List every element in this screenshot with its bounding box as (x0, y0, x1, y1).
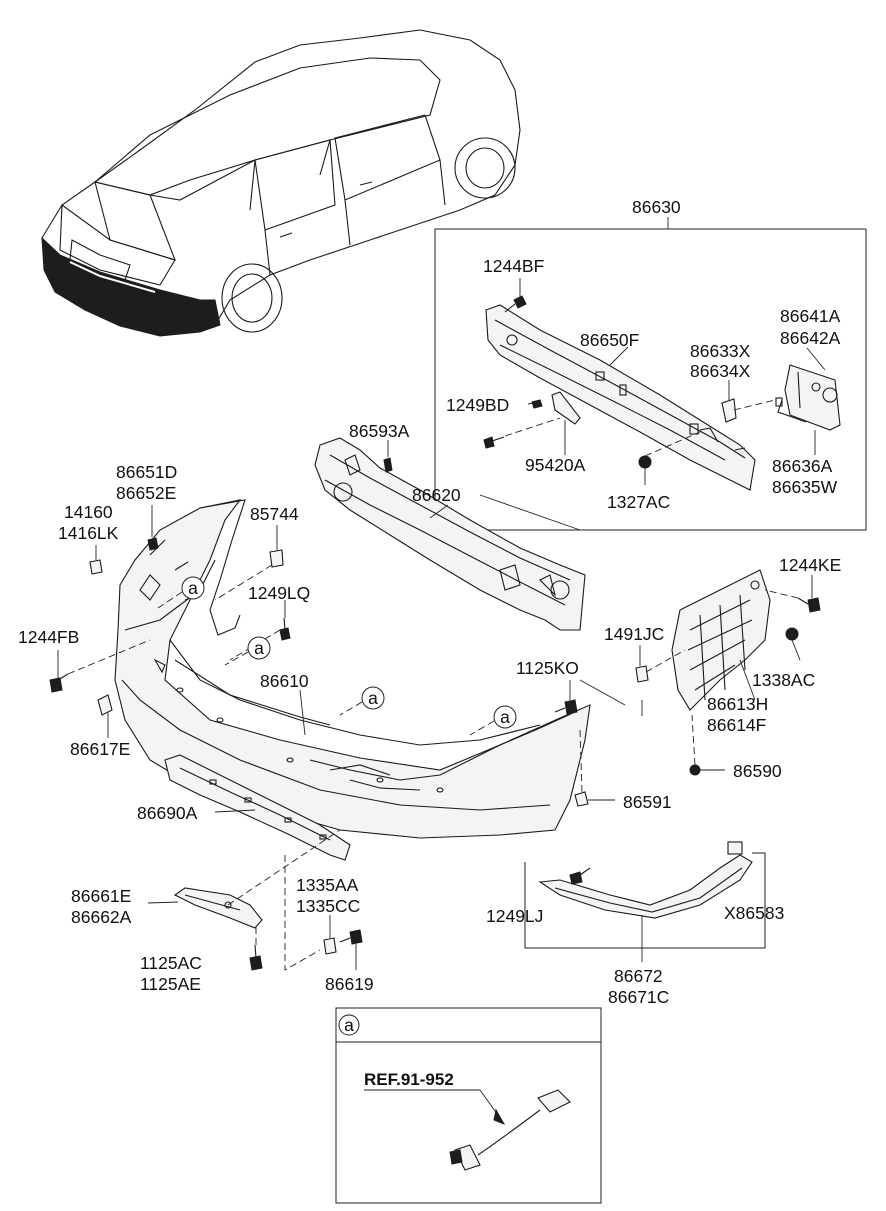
label-1249lq[interactable]: 1249LQ (248, 583, 310, 603)
clip-86591 (574, 729, 615, 807)
label-86641a[interactable]: 86641A (780, 306, 841, 326)
callout-a-2[interactable]: a (224, 636, 271, 666)
label-1416lk[interactable]: 1416LK (58, 523, 119, 543)
screw-1249bd (483, 399, 561, 449)
svg-text:a: a (254, 638, 264, 658)
callout-a-4[interactable]: a (469, 705, 517, 736)
nut-1327ac (638, 431, 701, 485)
energy-absorber (314, 437, 586, 631)
clip-85744 (214, 525, 284, 601)
label-86617e[interactable]: 86617E (70, 739, 130, 759)
screw-1249lq (229, 600, 291, 661)
svg-text:a: a (368, 688, 378, 708)
detail-callout-a[interactable]: a (338, 1014, 360, 1036)
label-86690a[interactable]: 86690A (137, 803, 198, 823)
label-85744[interactable]: 85744 (250, 504, 299, 524)
clip-86633x (721, 380, 776, 423)
label-1125ko[interactable]: 1125KO (516, 658, 579, 678)
bumper-left-corner (147, 499, 246, 636)
part-labels: 86630 1244BF 86650F 86641A 86642A 86633X… (18, 197, 841, 1007)
leader-86620-box (479, 494, 581, 531)
svg-text:a: a (344, 1015, 354, 1035)
label-86661e[interactable]: 86661E (71, 886, 131, 906)
label-86593a[interactable]: 86593A (349, 421, 410, 441)
screw-14160 (89, 545, 103, 575)
svg-text:a: a (500, 707, 510, 727)
parking-sensor (454, 1144, 481, 1171)
side-bracket (671, 569, 771, 711)
leader-86650f (609, 346, 629, 366)
label-1249bd[interactable]: 1249BD (446, 395, 509, 415)
label-14160[interactable]: 14160 (64, 502, 113, 522)
sensor-connector (537, 1089, 571, 1113)
label-1244ke[interactable]: 1244KE (779, 555, 841, 575)
label-x86583[interactable]: X86583 (724, 903, 784, 923)
label-86613h[interactable]: 86613H (707, 694, 768, 714)
label-1335cc[interactable]: 1335CC (296, 896, 360, 916)
label-86671c[interactable]: 86671C (608, 987, 669, 1007)
label-86650f[interactable]: 86650F (580, 330, 639, 350)
lower-spoiler (164, 754, 351, 861)
screw-1125ac (249, 925, 263, 971)
bracket-right (775, 347, 841, 431)
label-86619[interactable]: 86619 (325, 974, 374, 994)
callout-a-1[interactable]: a (157, 576, 205, 609)
label-86642a[interactable]: 86642A (780, 328, 841, 348)
dash-86619 (284, 855, 321, 971)
bracket-86617e (97, 694, 113, 738)
label-86651d[interactable]: 86651D (116, 462, 177, 482)
screw-1244fb (49, 639, 151, 693)
back-beam (485, 304, 756, 491)
screw-1244ke (764, 575, 821, 613)
reference-label[interactable]: REF.91-952 (364, 1070, 454, 1089)
label-86590[interactable]: 86590 (733, 761, 782, 781)
label-1249lj[interactable]: 1249LJ (486, 906, 543, 926)
label-86672[interactable]: 86672 (614, 966, 663, 986)
clip-86590 (689, 714, 725, 776)
label-86633x[interactable]: 86633X (690, 341, 751, 361)
label-86635w[interactable]: 86635W (772, 477, 838, 497)
label-86620[interactable]: 86620 (412, 485, 461, 505)
label-86662a[interactable]: 86662A (71, 907, 132, 927)
label-1244fb[interactable]: 1244FB (18, 627, 79, 647)
clip-1335aa (323, 915, 337, 955)
label-86636a[interactable]: 86636A (772, 456, 833, 476)
molding (524, 841, 766, 962)
label-95420a[interactable]: 95420A (525, 455, 586, 475)
bolt-1244bf (504, 278, 527, 313)
car-illustration (41, 29, 521, 337)
label-86634x[interactable]: 86634X (690, 361, 751, 381)
nut-1338ac (785, 627, 801, 661)
label-1125ae[interactable]: 1125AE (140, 974, 201, 994)
reflector (147, 829, 341, 929)
leader-86610 (299, 689, 306, 736)
svg-text:a: a (188, 578, 198, 598)
label-1244bf[interactable]: 1244BF (483, 256, 544, 276)
screw-86619 (339, 929, 363, 970)
label-1338ac[interactable]: 1338AC (752, 670, 815, 690)
label-86591[interactable]: 86591 (623, 792, 672, 812)
label-1327ac[interactable]: 1327AC (607, 492, 670, 512)
label-1335aa[interactable]: 1335AA (296, 875, 359, 895)
clip-1491jc (635, 645, 686, 716)
label-86630[interactable]: 86630 (632, 197, 681, 217)
bumper-cover (114, 499, 591, 839)
label-1125ac[interactable]: 1125AC (140, 953, 202, 973)
detail-box: a REF.91-952 (335, 1007, 602, 1204)
label-1491jc[interactable]: 1491JC (604, 624, 664, 644)
screw-1125ko (554, 679, 626, 715)
bracket-95420a (551, 391, 581, 455)
beam-assembly-frame (434, 217, 867, 531)
label-86610[interactable]: 86610 (260, 671, 309, 691)
clip-86593a (383, 440, 393, 473)
callout-a-3[interactable]: a (339, 686, 385, 716)
label-86652e[interactable]: 86652E (116, 483, 176, 503)
label-86614f[interactable]: 86614F (707, 715, 766, 735)
